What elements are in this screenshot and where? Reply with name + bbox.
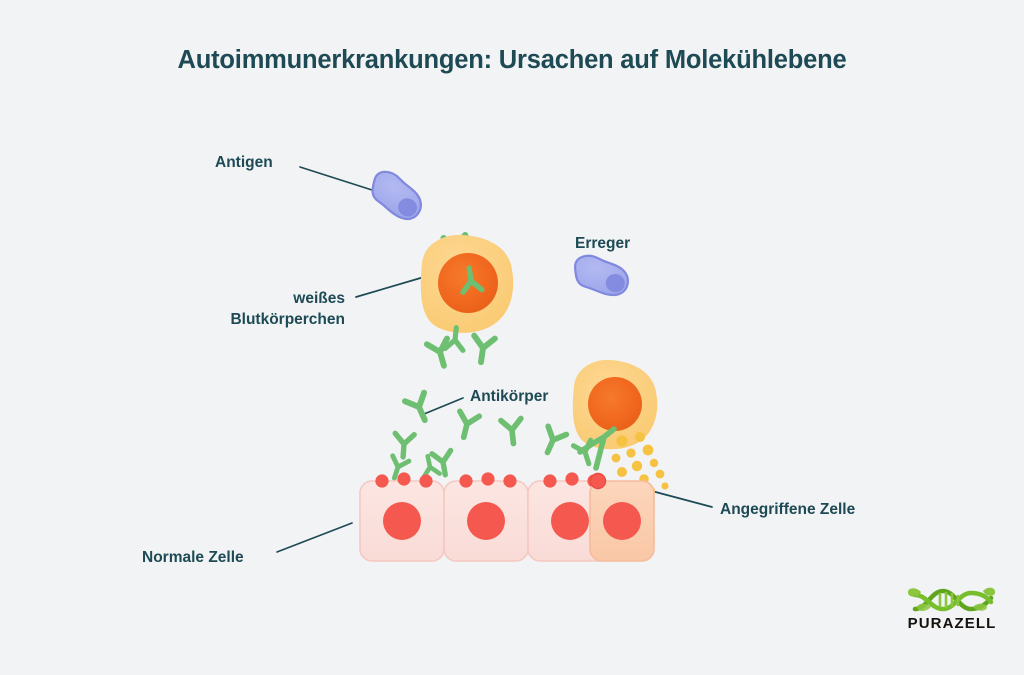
- attacked-cell: [589, 472, 655, 562]
- nucleus: [603, 502, 641, 540]
- normal-cell-1: [359, 472, 445, 562]
- receptor-dot: [419, 474, 433, 488]
- receptor-dot: [459, 474, 473, 488]
- dna-helix-leaves-icon: [907, 587, 996, 612]
- label-pathogen: Erreger: [575, 235, 631, 252]
- receptor-dot-bound: [589, 472, 607, 490]
- nucleus: [467, 502, 505, 540]
- pathogen-shape: [573, 254, 629, 297]
- nucleus: [383, 502, 421, 540]
- receptor-dot: [481, 472, 495, 486]
- normal-cell-2: [443, 472, 529, 562]
- receptor-dot: [397, 472, 411, 486]
- label-normal-cell: Normale Zelle: [142, 549, 244, 566]
- label-antibody: Antikörper: [470, 388, 549, 405]
- leader-lines: [276, 166, 713, 553]
- logo-wordmark: PURAZELL: [907, 615, 997, 632]
- receptor-dot: [375, 474, 389, 488]
- leader-line-attacked-cell: [647, 489, 713, 508]
- granule-stream: [609, 432, 669, 496]
- leader-line-normal-cell: [276, 522, 353, 553]
- receptor-dot: [543, 474, 557, 488]
- nucleus: [588, 377, 642, 431]
- leader-line-white-blood-cell: [355, 276, 425, 298]
- leaf-shapes: [907, 587, 996, 612]
- cell-row: [359, 472, 655, 562]
- nucleus: [551, 502, 589, 540]
- antigen-shape: [371, 170, 422, 221]
- receptor-dot: [565, 472, 579, 486]
- leader-line-antibody: [423, 397, 464, 415]
- receptor-dot: [503, 474, 517, 488]
- logo: PURAZELL: [899, 583, 1005, 637]
- label-attacked-cell: Angegriffene Zelle: [720, 501, 856, 518]
- label-white-blood-cell: weißes Blutkörperchen: [230, 290, 345, 329]
- leader-line-antigen: [299, 166, 373, 191]
- white-blood-cell-lower: [572, 359, 658, 450]
- label-antigen: Antigen: [215, 154, 273, 171]
- page-title: Autoimmunerkrankungen: Ursachen auf Mole…: [177, 46, 847, 74]
